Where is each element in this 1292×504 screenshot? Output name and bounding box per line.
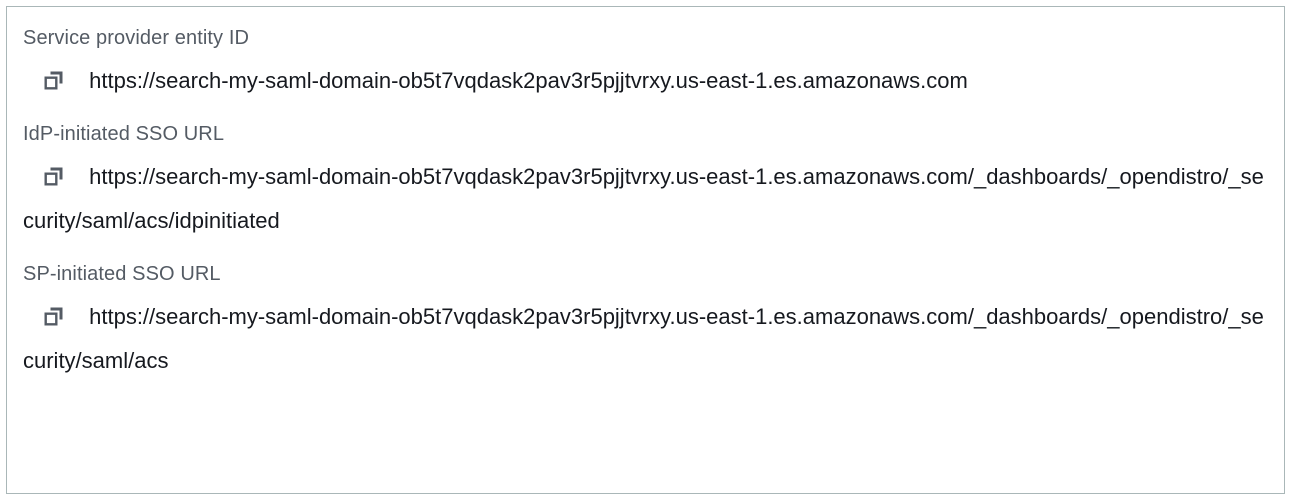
field-value-row: https://search-my-saml-domain-ob5t7vqdas… <box>23 59 1266 103</box>
saml-settings-panel: Service provider entity ID https://searc… <box>6 6 1285 494</box>
field-value-text: https://search-my-saml-domain-ob5t7vqdas… <box>89 68 968 93</box>
field-service-provider-entity-id: Service provider entity ID https://searc… <box>23 23 1266 103</box>
field-value-text: https://search-my-saml-domain-ob5t7vqdas… <box>23 164 1264 233</box>
field-label: SP-initiated SSO URL <box>23 263 221 285</box>
field-value-text: https://search-my-saml-domain-ob5t7vqdas… <box>23 304 1264 373</box>
copy-icon[interactable] <box>43 306 64 327</box>
panel-content: Service provider entity ID https://searc… <box>7 7 1284 399</box>
copy-icon[interactable] <box>43 166 64 187</box>
field-value-row: https://search-my-saml-domain-ob5t7vqdas… <box>23 295 1266 383</box>
field-idp-initiated-sso-url: IdP-initiated SSO URL https://search-my-… <box>23 119 1266 243</box>
field-value-row: https://search-my-saml-domain-ob5t7vqdas… <box>23 155 1266 243</box>
field-label: Service provider entity ID <box>23 27 250 49</box>
copy-icon[interactable] <box>43 70 64 91</box>
field-sp-initiated-sso-url: SP-initiated SSO URL https://search-my-s… <box>23 259 1266 383</box>
field-label: IdP-initiated SSO URL <box>23 123 225 145</box>
